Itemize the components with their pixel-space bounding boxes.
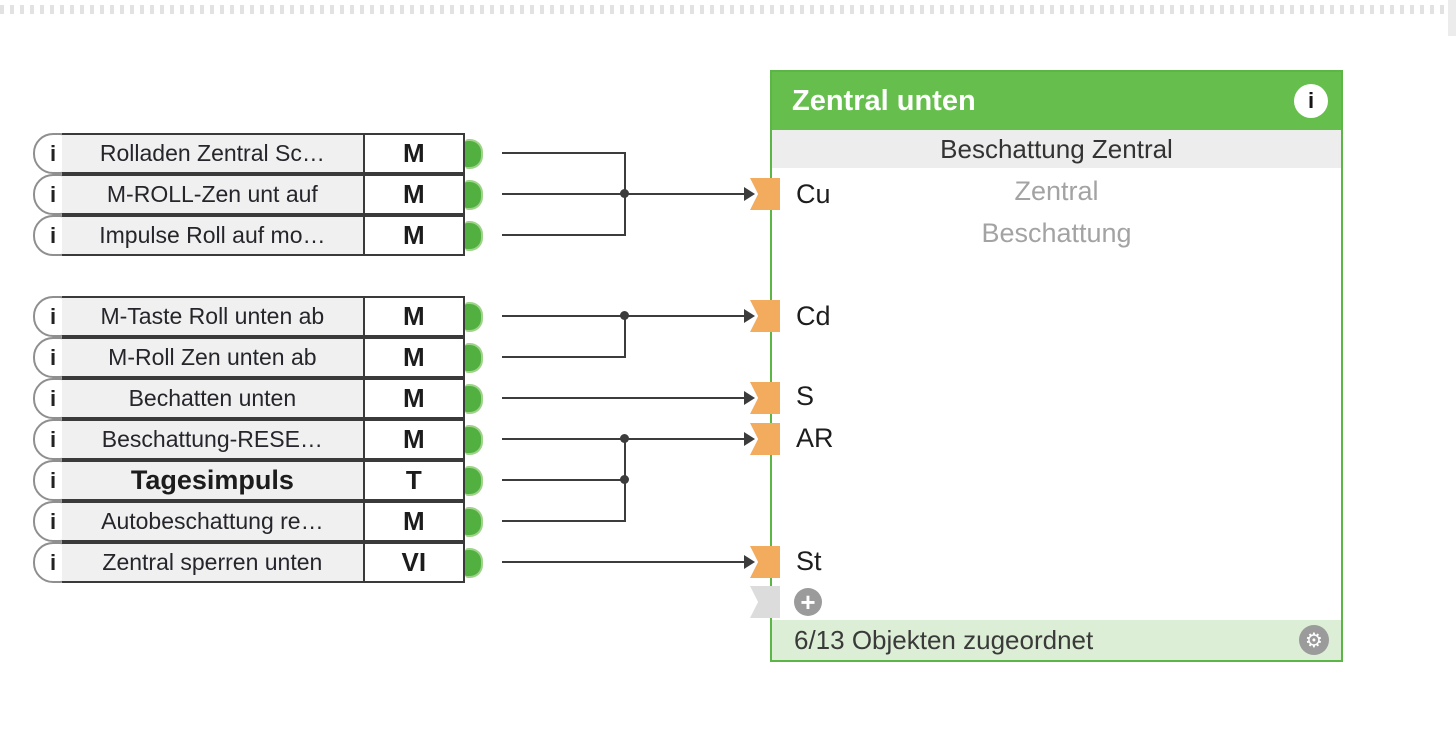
function-block-body: Zentral Beschattung Cu Cd S AR St + 6/13… bbox=[772, 168, 1341, 660]
assigned-objects-status: 6/13 Objekten zugeordnet bbox=[794, 624, 1094, 655]
input-node-label: Rolladen Zentral Sc… bbox=[61, 133, 363, 174]
info-icon[interactable]: i bbox=[33, 174, 80, 215]
input-node[interactable]: i M-Roll Zen unten ab M bbox=[33, 337, 484, 378]
wire bbox=[502, 520, 626, 522]
wire bbox=[626, 193, 746, 195]
wire bbox=[624, 438, 626, 522]
input-node-label: M-Taste Roll unten ab bbox=[61, 296, 363, 337]
input-node-type: M bbox=[362, 215, 465, 256]
output-connector[interactable] bbox=[464, 506, 484, 537]
add-input-button[interactable]: + bbox=[794, 588, 822, 616]
input-node-label: Bechatten unten bbox=[61, 378, 363, 419]
block-input-label-cd: Cd bbox=[796, 301, 831, 331]
wire-arrow bbox=[744, 555, 755, 569]
info-glyph: i bbox=[50, 549, 57, 575]
block-input-label-st: St bbox=[796, 546, 822, 576]
output-connector[interactable] bbox=[464, 465, 484, 496]
input-node[interactable]: i Zentral sperren unten VI bbox=[33, 542, 484, 583]
function-block[interactable]: Zentral unten i Beschattung Zentral Zent… bbox=[770, 70, 1343, 662]
input-node-type: M bbox=[362, 296, 465, 337]
block-info-icon[interactable]: i bbox=[1294, 84, 1328, 118]
input-connector-unassigned[interactable] bbox=[750, 586, 780, 618]
block-input-label-ar: AR bbox=[796, 423, 834, 453]
wire bbox=[502, 561, 746, 563]
gear-glyph: ⚙ bbox=[1305, 629, 1323, 652]
wire-arrow bbox=[744, 432, 755, 446]
settings-gear-icon[interactable]: ⚙ bbox=[1299, 625, 1329, 655]
info-glyph: i bbox=[1307, 88, 1315, 113]
info-glyph: i bbox=[50, 140, 57, 166]
input-node[interactable]: i Tagesimpuls T bbox=[33, 460, 484, 501]
info-glyph: i bbox=[50, 508, 57, 534]
input-node-label: Autobeschattung re… bbox=[61, 501, 363, 542]
input-node-type: M bbox=[362, 337, 465, 378]
input-node-type: VI bbox=[362, 542, 465, 583]
input-node-type: M bbox=[362, 174, 465, 215]
input-node[interactable]: i Bechatten unten M bbox=[33, 378, 484, 419]
block-input-label-cu: Cu bbox=[796, 179, 831, 209]
function-block-title: Zentral unten bbox=[792, 84, 976, 117]
ghost-text-line1: Zentral bbox=[1014, 176, 1099, 206]
output-connector[interactable] bbox=[464, 220, 484, 251]
input-node[interactable]: i Beschattung-RESE… M bbox=[33, 419, 484, 460]
ghost-text-line2: Beschattung bbox=[981, 218, 1132, 248]
wire bbox=[502, 152, 626, 154]
input-node-label: Zentral sperren unten bbox=[61, 542, 363, 583]
wire bbox=[624, 315, 626, 358]
output-connector[interactable] bbox=[464, 138, 484, 169]
info-glyph: i bbox=[50, 426, 57, 452]
scrollbar-thumb[interactable] bbox=[1448, 0, 1456, 36]
function-block-header[interactable]: Zentral unten i bbox=[772, 72, 1341, 130]
input-node-label: Beschattung-RESE… bbox=[61, 419, 363, 460]
wire bbox=[502, 234, 626, 236]
block-input-label-s: S bbox=[796, 381, 815, 411]
input-node-type: M bbox=[362, 419, 465, 460]
input-node[interactable]: i Impulse Roll auf mo… M bbox=[33, 215, 484, 256]
info-glyph: i bbox=[50, 222, 57, 248]
info-glyph: i bbox=[50, 181, 57, 207]
wire-junction bbox=[620, 189, 629, 198]
info-glyph: i bbox=[50, 385, 57, 411]
input-node-type: T bbox=[362, 460, 465, 501]
input-node-label: M-ROLL-Zen unt auf bbox=[61, 174, 363, 215]
input-node-type: M bbox=[362, 501, 465, 542]
wire-arrow bbox=[744, 309, 755, 323]
output-connector[interactable] bbox=[464, 179, 484, 210]
output-connector[interactable] bbox=[464, 342, 484, 373]
input-node[interactable]: i M-ROLL-Zen unt auf M bbox=[33, 174, 484, 215]
top-dashed-line bbox=[0, 5, 1447, 14]
block-footer: 6/13 Objekten zugeordnet ⚙ bbox=[772, 620, 1341, 660]
output-connector[interactable] bbox=[464, 301, 484, 332]
info-glyph: i bbox=[50, 303, 57, 329]
info-glyph: i bbox=[50, 467, 57, 493]
input-node-label: Impulse Roll auf mo… bbox=[61, 215, 363, 256]
input-node[interactable]: i Rolladen Zentral Sc… M bbox=[33, 133, 484, 174]
wire bbox=[502, 356, 626, 358]
output-connector[interactable] bbox=[464, 424, 484, 455]
input-node-type: M bbox=[362, 378, 465, 419]
wire-arrow bbox=[744, 391, 755, 405]
input-node-type: M bbox=[362, 133, 465, 174]
plus-glyph: + bbox=[800, 587, 816, 617]
wire bbox=[502, 397, 746, 399]
input-node-label: Tagesimpuls bbox=[61, 460, 363, 501]
wire bbox=[502, 479, 626, 481]
input-node-label: M-Roll Zen unten ab bbox=[61, 337, 363, 378]
wire-arrow bbox=[744, 187, 755, 201]
wire bbox=[502, 193, 626, 195]
info-glyph: i bbox=[50, 344, 57, 370]
input-node[interactable]: i Autobeschattung re… M bbox=[33, 501, 484, 542]
output-connector[interactable] bbox=[464, 547, 484, 578]
output-connector[interactable] bbox=[464, 383, 484, 414]
input-node[interactable]: i M-Taste Roll unten ab M bbox=[33, 296, 484, 337]
function-block-subtitle: Beschattung Zentral bbox=[772, 130, 1341, 168]
